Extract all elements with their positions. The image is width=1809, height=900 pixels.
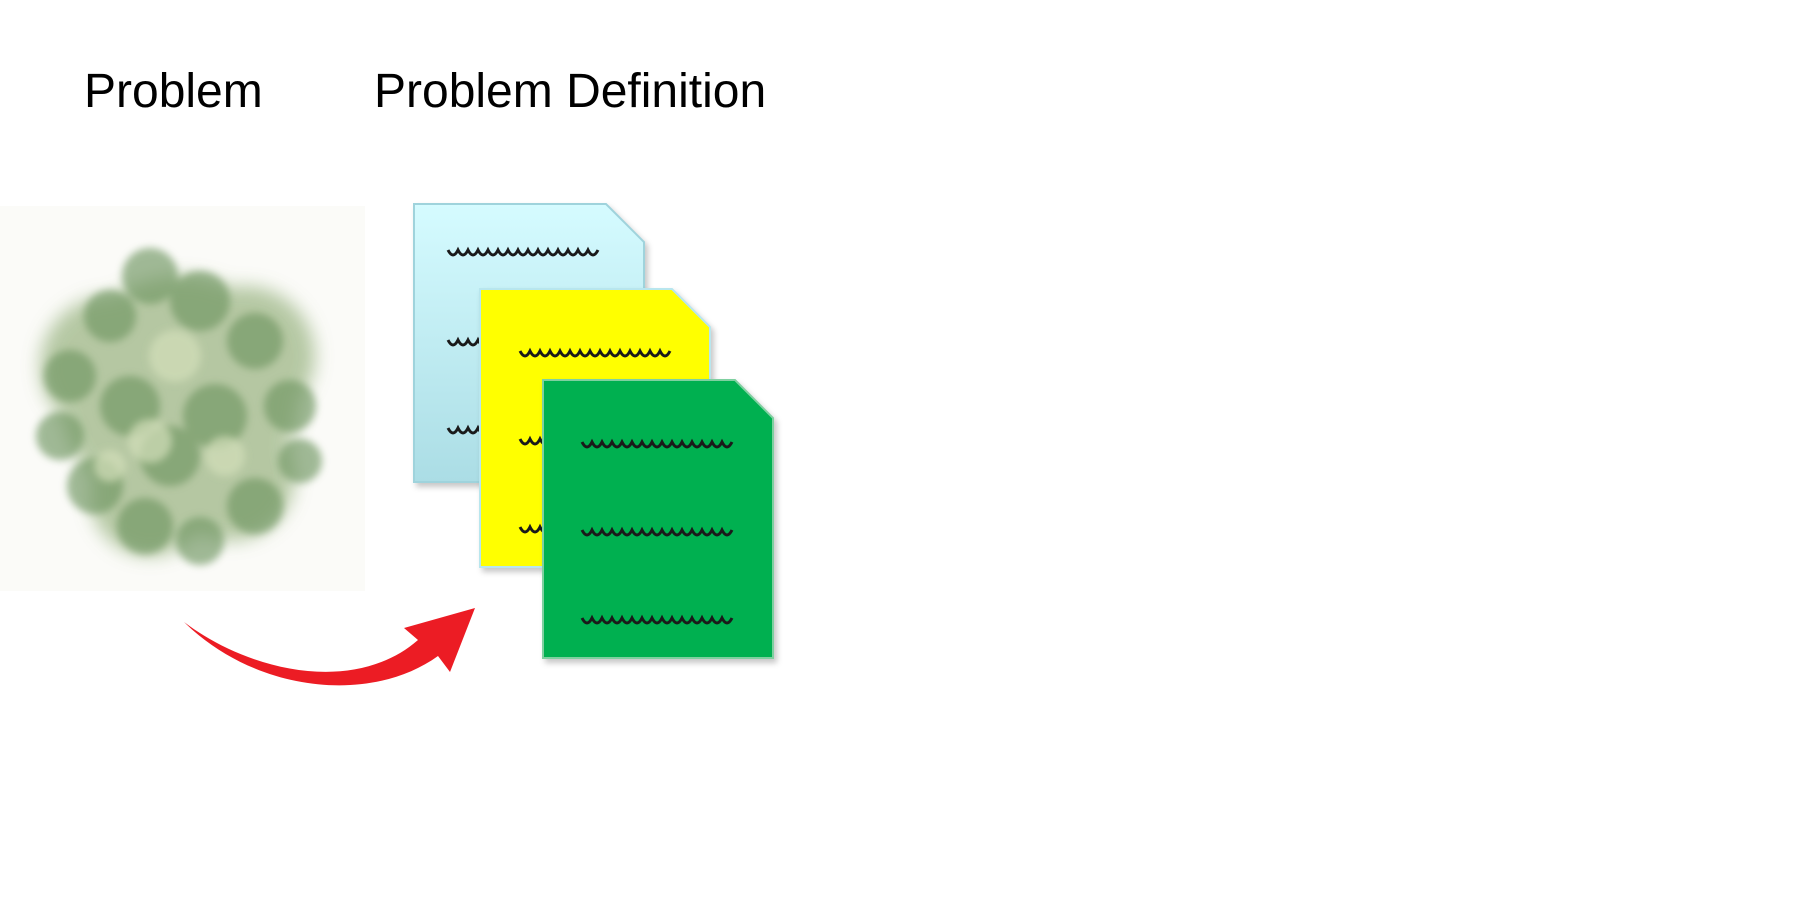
problem-definition-heading: Problem Definition: [374, 65, 767, 118]
messy-cloud-icon: [0, 206, 365, 591]
document-green-icon: [542, 379, 774, 659]
problem-heading: Problem: [84, 65, 263, 118]
curved-arrow-icon: [184, 608, 475, 686]
